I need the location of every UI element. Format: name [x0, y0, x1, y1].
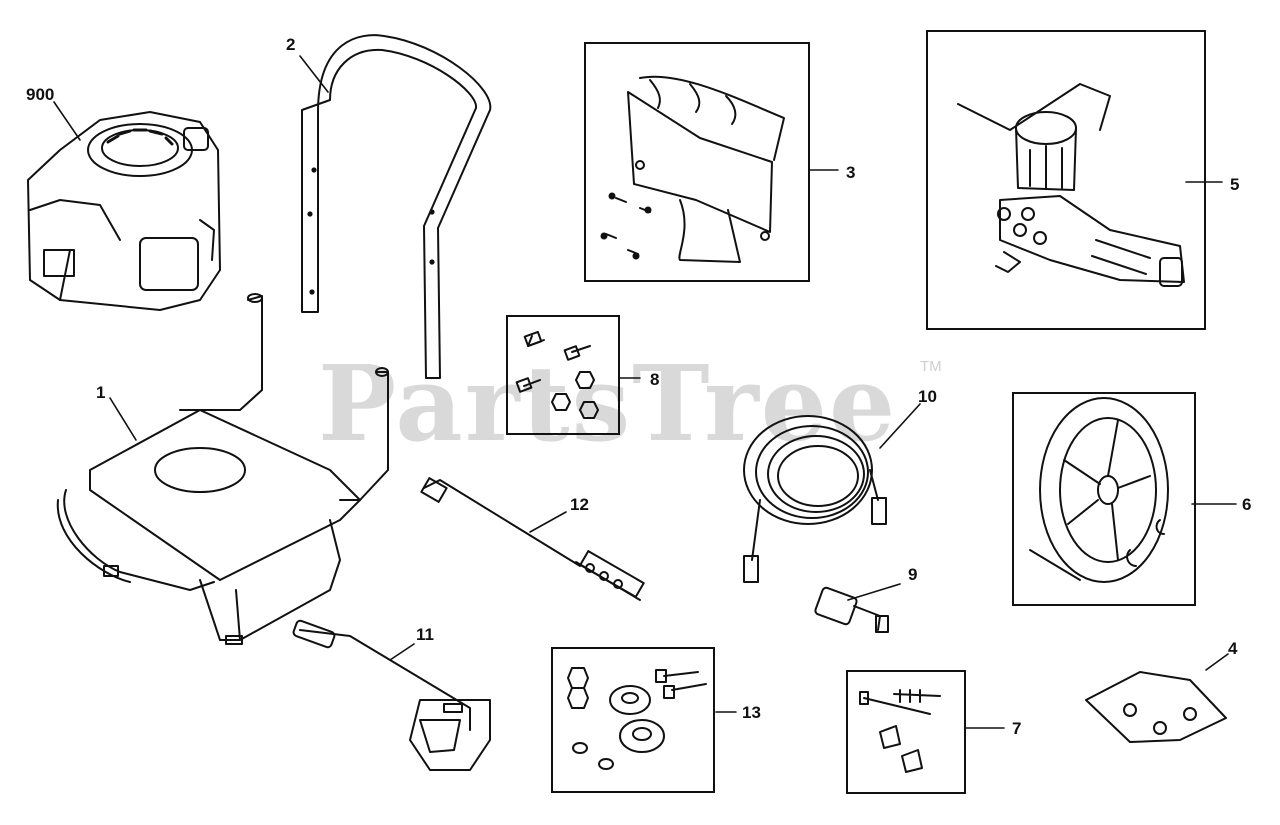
box-item-13	[551, 647, 715, 793]
handle-part-2	[301, 34, 492, 379]
wheel-part-6	[1029, 397, 1169, 583]
leader-lines	[53, 55, 1237, 729]
callout-13: 13	[742, 703, 761, 722]
callout-4: 4	[1228, 639, 1238, 658]
engine-part-900	[27, 111, 221, 311]
pump-part-5	[957, 83, 1185, 287]
watermark-trademark: TM	[920, 358, 942, 375]
box-item-8	[506, 315, 620, 435]
callout-5: 5	[1230, 175, 1240, 194]
callout-9: 9	[908, 565, 918, 584]
callout-7: 7	[1012, 719, 1022, 738]
callout-2: 2	[286, 35, 296, 54]
hardware-bag-part-4	[1085, 671, 1227, 743]
hose-part-10	[743, 415, 887, 583]
callout-1: 1	[96, 383, 106, 402]
callout-8: 8	[650, 370, 660, 389]
callout-11: 11	[416, 625, 434, 644]
callout-3: 3	[846, 163, 856, 182]
hardware-part-8	[515, 330, 599, 419]
callout-12: 12	[570, 495, 589, 514]
spray-gun-part-11	[292, 619, 491, 771]
bracket-part-3	[600, 75, 785, 263]
nozzle-part-9	[814, 586, 889, 633]
hardware-part-13	[567, 667, 707, 770]
box-item-6	[1012, 392, 1196, 606]
box-item-5	[926, 30, 1206, 330]
callout-900: 900	[26, 85, 55, 104]
box-item-3	[584, 42, 810, 282]
callout-10: 10	[918, 387, 937, 406]
box-item-7	[846, 670, 966, 794]
hardware-part-7	[859, 689, 941, 773]
frame-part-1	[56, 293, 389, 645]
callout-6: 6	[1242, 495, 1252, 514]
wand-part-12	[420, 477, 645, 601]
